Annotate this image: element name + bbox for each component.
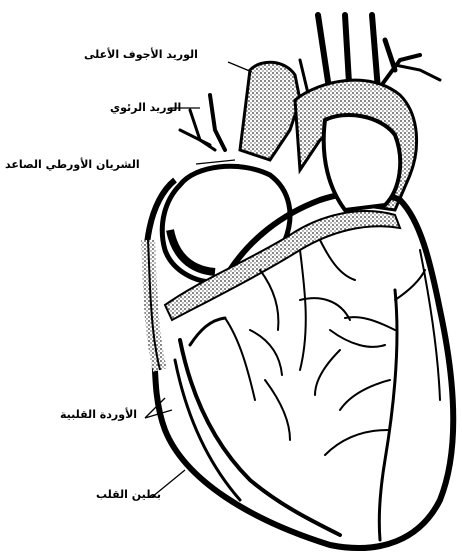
pulmonary-vein-drawing — [180, 95, 225, 150]
superior-vena-cava-shape — [240, 62, 300, 160]
label-superior-vena-cava: الوريد الأجوف الأعلى — [84, 48, 198, 62]
label-ventricle: بطين القلب — [96, 488, 161, 502]
left-atrium-shape — [324, 115, 401, 210]
label-cardiac-veins: الأوردة القلبية — [60, 408, 137, 422]
label-ascending-aorta: الشريان الأورطي الصاعد — [5, 158, 140, 172]
label-pulmonary-vein: الوريد الرئوي — [110, 101, 181, 115]
